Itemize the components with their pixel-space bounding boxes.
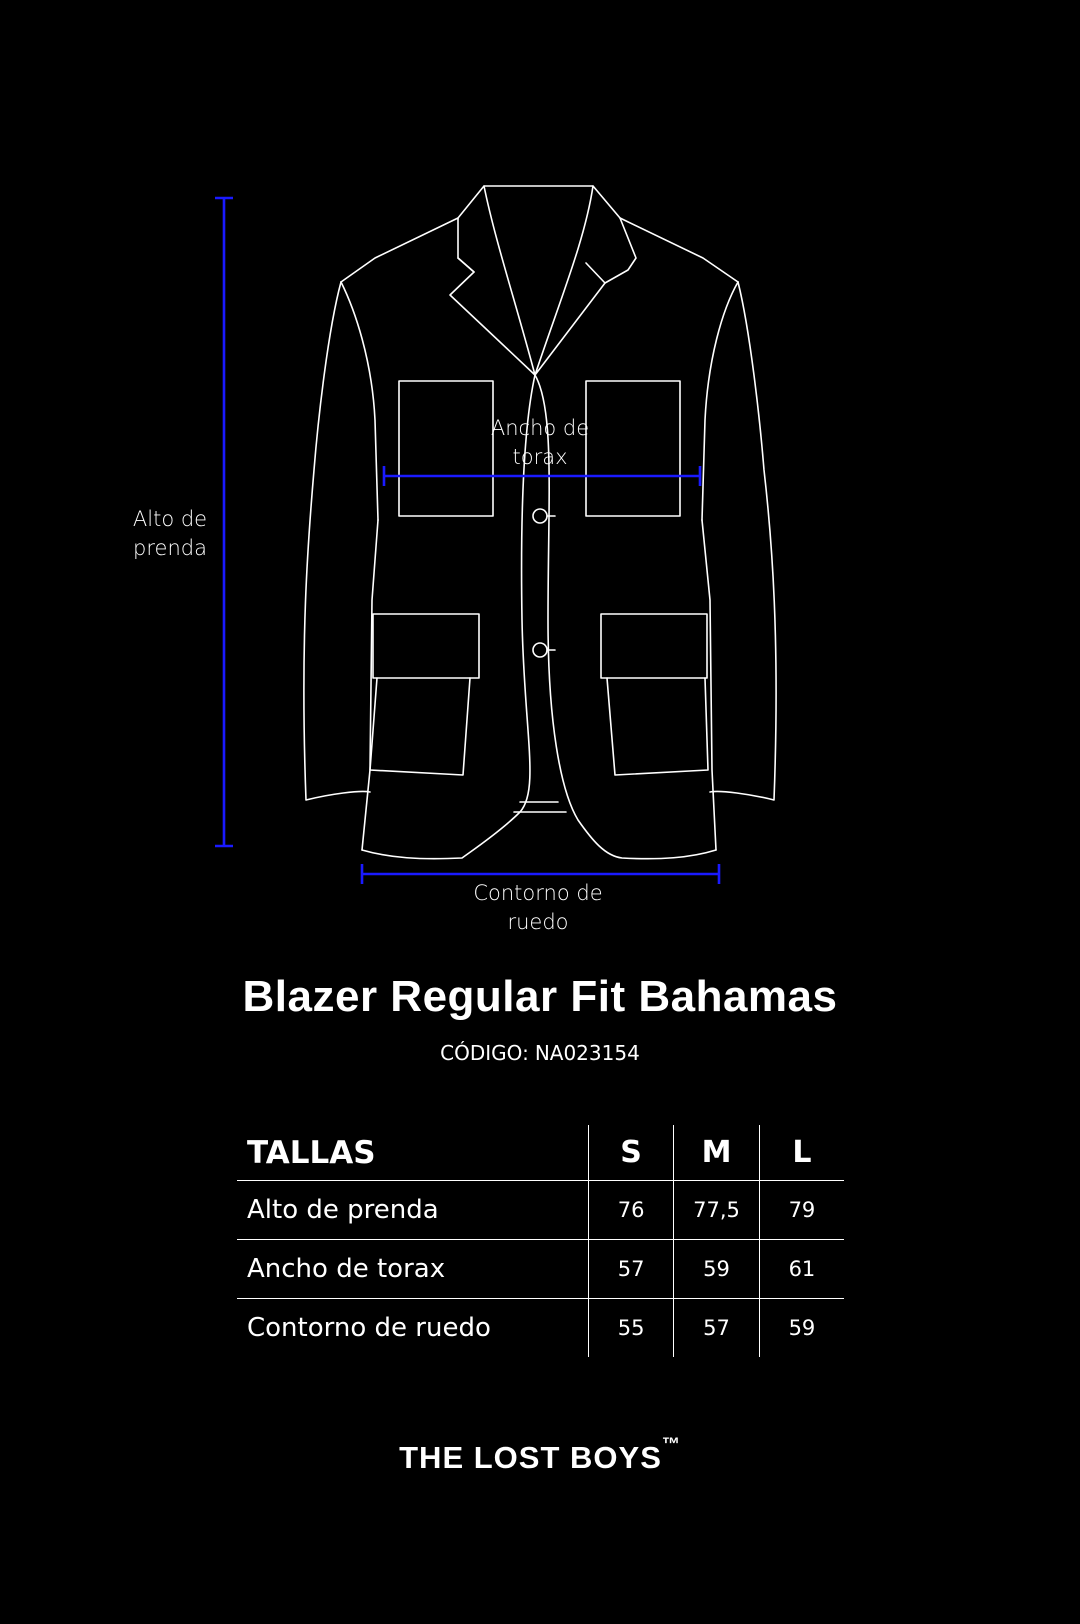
ancho-de-torax-label: Ancho de torax [468,414,612,472]
cell-value-s: 55 [588,1298,674,1357]
flap-pocket-left [372,613,480,679]
right-lapel [534,185,637,376]
chest-pocket-right [585,380,681,517]
row-label: Ancho de torax [237,1239,589,1299]
cell-value-l: 59 [758,1298,844,1357]
ancho-label-line-1: Ancho de [490,416,590,440]
size-table-header-row: TALLAS S M L [237,1125,844,1181]
cell-value-m: 57 [673,1298,760,1357]
size-header-s: S [588,1125,674,1181]
button-top [532,508,548,524]
product-title: Blazer Regular Fit Bahamas [242,972,838,1021]
lower-pocket-right [606,677,709,776]
alto-de-prenda-label: Alto de prenda [120,505,220,563]
left-body-side [361,519,379,851]
ancho-measure-line [382,466,702,486]
contorno-label-line-1: Contorno de [473,881,603,905]
lapel-notch-right [585,262,606,284]
right-sleeve [709,281,777,801]
alto-label-line-1: Alto de [132,507,208,531]
contorno-measure-line [360,864,721,884]
row-label: Alto de prenda [237,1180,589,1240]
brand-name: THE LOST BOYS [399,1440,662,1475]
right-body-side [701,519,717,851]
table-row: Ancho de torax 57 59 61 [237,1239,844,1299]
tallas-header: TALLAS [247,1134,376,1171]
alto-measure-line [215,196,233,848]
flap-pocket-right [600,613,708,679]
chest-pocket-left [398,380,494,517]
cell-value-l: 61 [758,1239,844,1299]
size-table: TALLAS S M L Alto de prenda 76 77,5 79 A… [237,1125,844,1357]
front-edge-left [361,374,536,860]
size-header-m: M [673,1125,760,1181]
left-lapel [449,185,536,376]
trademark-symbol: ™ [661,1434,681,1454]
contorno-label-line-2: ruedo [507,910,569,934]
product-code-label: CÓDIGO: [440,1041,529,1065]
table-row: Alto de prenda 76 77,5 79 [237,1180,844,1240]
contorno-de-ruedo-label: Contorno de ruedo [458,879,618,937]
lower-pocket-left [369,677,471,776]
left-armhole [340,281,379,521]
hem-gap [513,801,567,813]
cell-value-m: 59 [673,1239,760,1299]
size-header-l: L [758,1125,844,1181]
table-row: Contorno de ruedo 55 57 59 [237,1298,844,1357]
ancho-label-line-2: torax [512,445,568,469]
product-code-value: NA023154 [534,1041,640,1065]
left-shoulder [340,217,459,283]
collar [457,185,621,219]
row-label: Contorno de ruedo [237,1298,589,1357]
brand-logo: THE LOST BOYS™ [0,1434,1080,1476]
garment-diagram [215,185,777,884]
cell-value-s: 57 [588,1239,674,1299]
cell-value-m: 77,5 [673,1180,760,1240]
measure-lines [215,196,721,884]
product-code: CÓDIGO:NA023154 [0,1041,1080,1065]
front-edge-right [534,374,717,860]
cell-value-s: 76 [588,1180,674,1240]
lapel-notch-left [457,257,475,273]
alto-label-line-2: prenda [133,536,207,560]
right-armhole [701,281,739,521]
left-sleeve [303,281,371,801]
right-shoulder [619,217,739,283]
jacket-outline [303,185,777,860]
cell-value-l: 79 [758,1180,844,1240]
button-bottom [532,642,548,658]
